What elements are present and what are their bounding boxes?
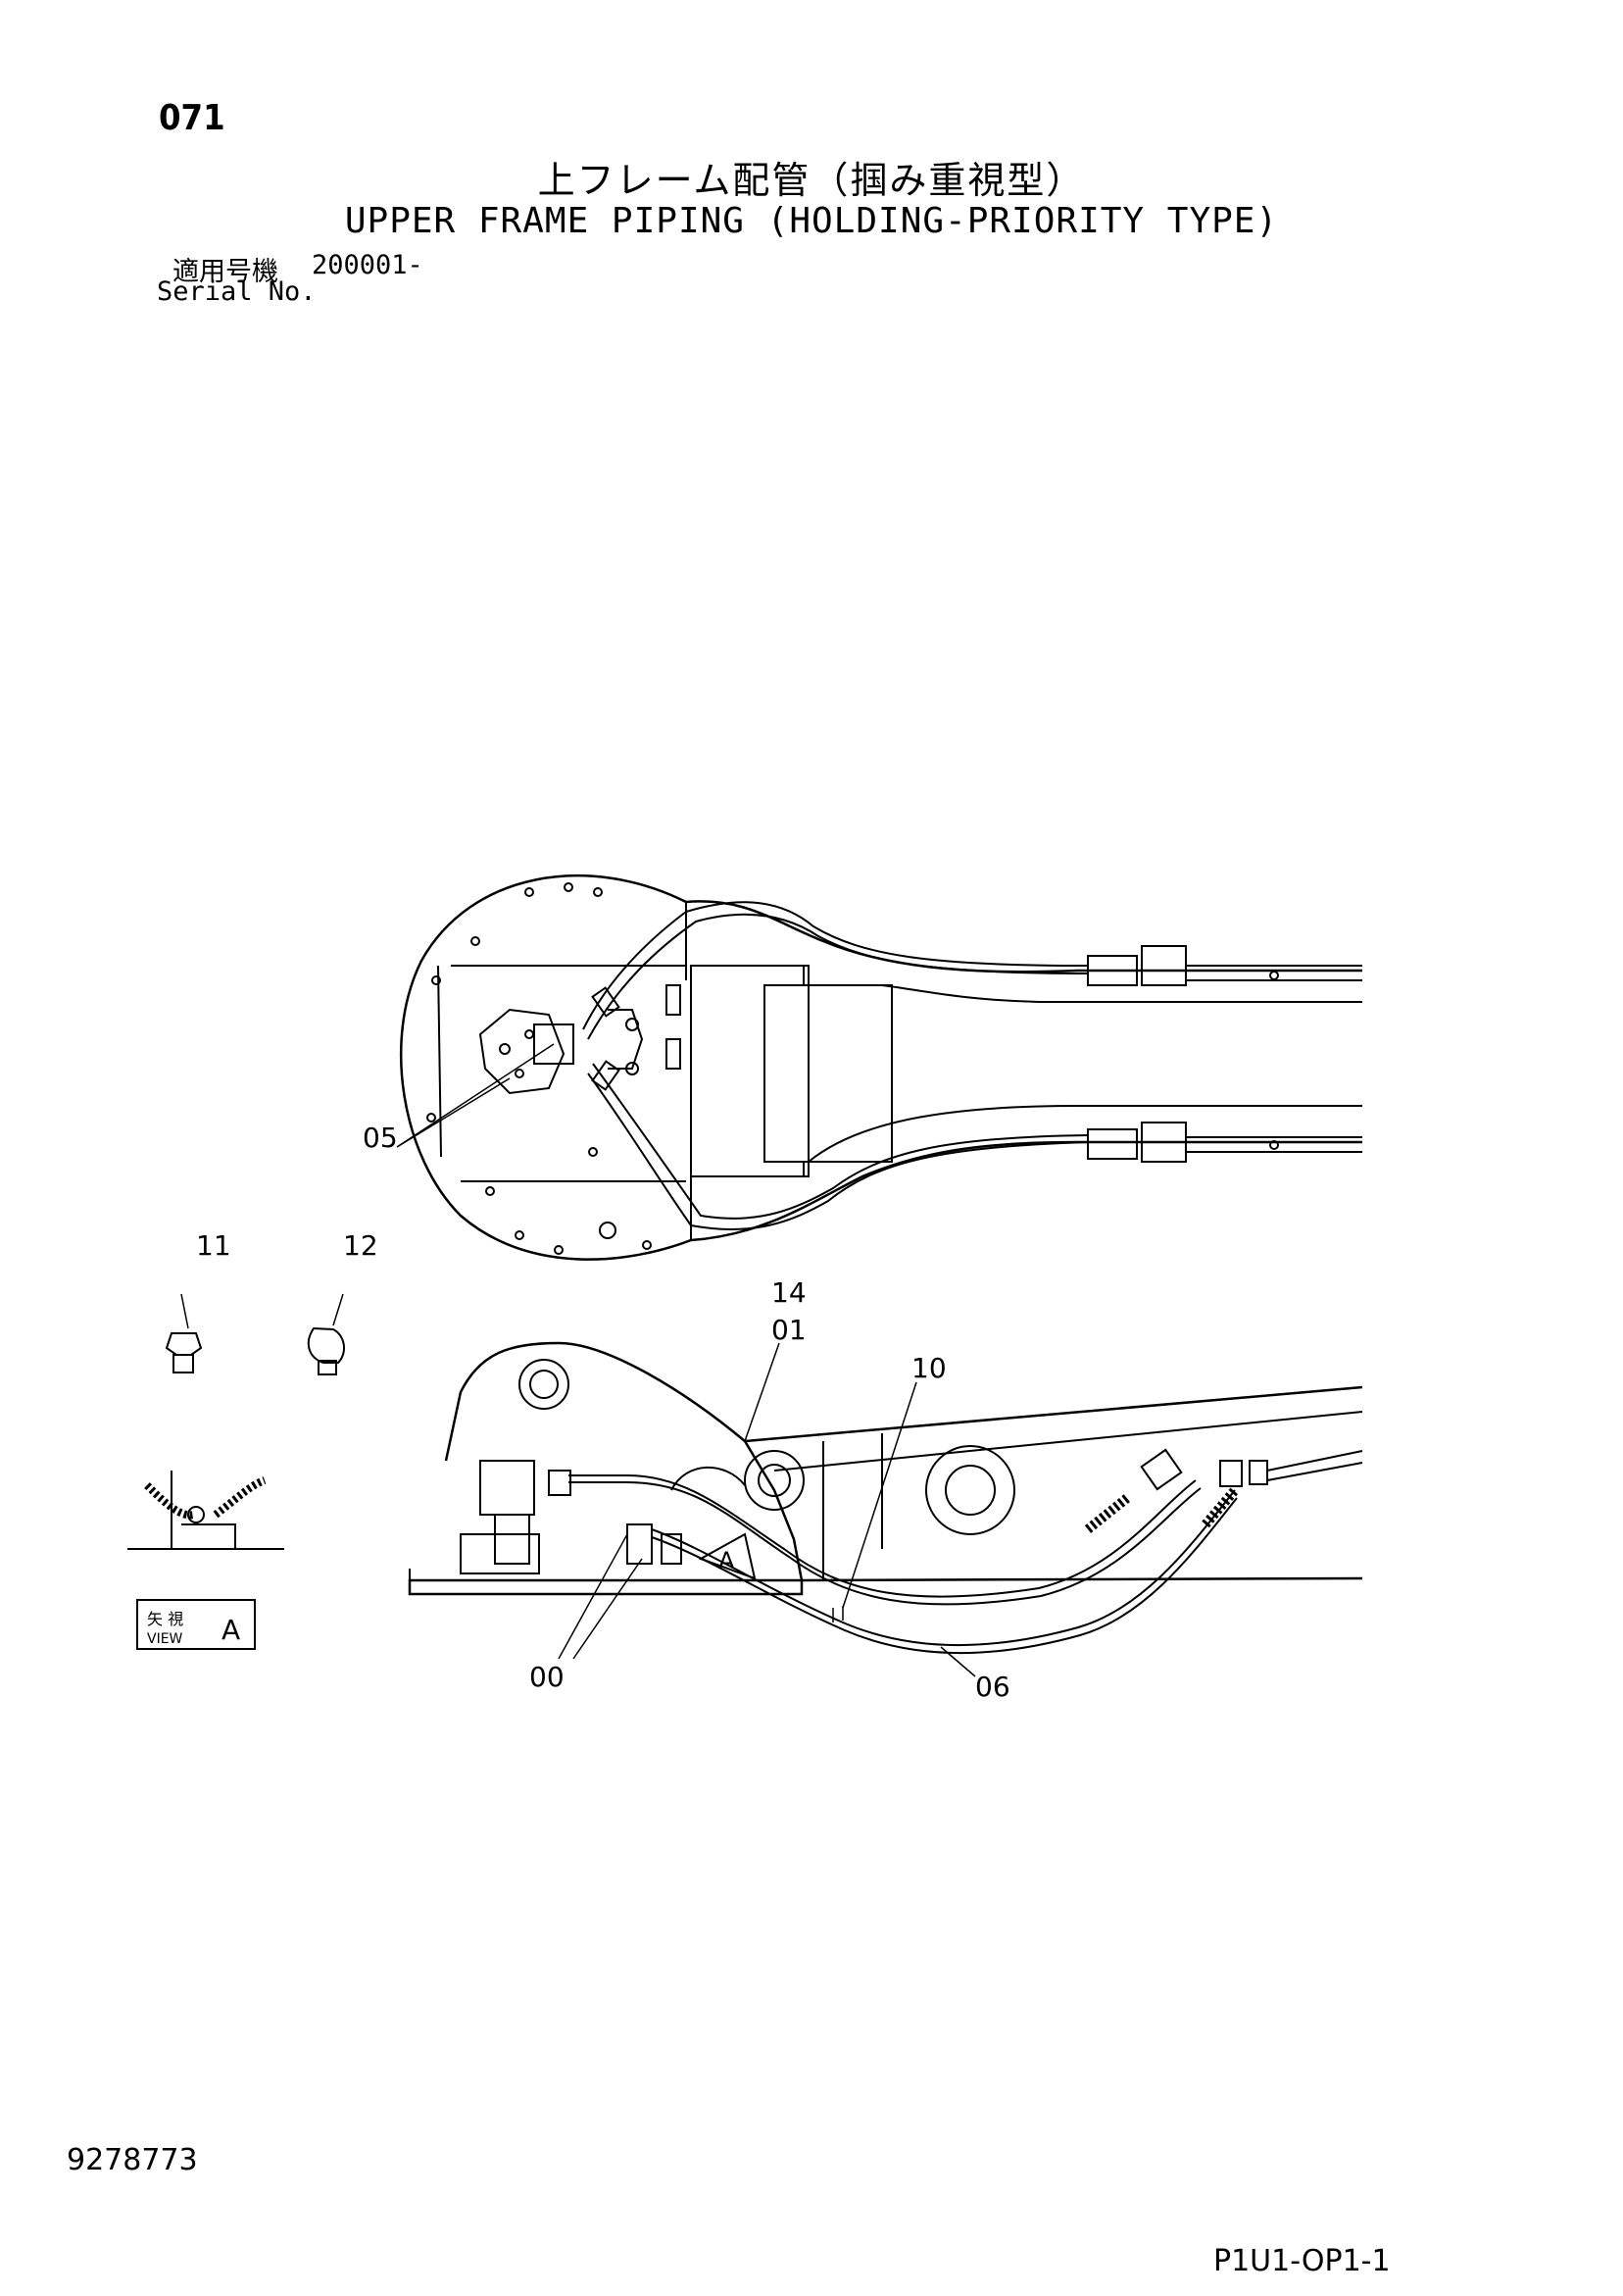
callout-10-leader: [842, 1381, 917, 1609]
callout-14: 14: [771, 1276, 807, 1309]
callout-01: 01: [771, 1314, 807, 1346]
callout-01-leader: [744, 1342, 780, 1442]
callout-05-leader: [396, 1043, 555, 1148]
view-a-detail-drawing: [127, 1471, 284, 1550]
side-view-drawing: [408, 1341, 1363, 1655]
title-english: UPPER FRAME PIPING (HOLDING-PRIORITY TYP…: [344, 201, 1279, 241]
callout-00-leader: [558, 1533, 643, 1660]
serial-value: 200001-: [312, 250, 423, 280]
callout-05: 05: [363, 1122, 398, 1154]
serial-label-japanese: 適用号機: [172, 257, 278, 287]
callout-06: 06: [975, 1671, 1010, 1703]
callout-10: 10: [911, 1352, 947, 1384]
part-12-nut-icon: [307, 1293, 345, 1375]
view-label-letter: A: [221, 1614, 240, 1646]
part-11-bolt-icon: [165, 1293, 203, 1373]
view-label-japanese: 矢 視: [147, 1610, 183, 1628]
page-number: 071: [159, 98, 225, 138]
serial-label-english: Serial No.: [157, 276, 317, 307]
view-a-box: [136, 1599, 256, 1650]
top-view-drawing: [400, 873, 1362, 1261]
document-number: 9278773: [67, 2143, 198, 2177]
title-japanese: 上フレーム配管（掴み重視型）: [537, 159, 1086, 202]
view-label-english: VIEW: [147, 1631, 183, 1647]
view-a-marker: A: [718, 1547, 735, 1574]
figure-code: P1U1-OP1-1: [1213, 2244, 1391, 2278]
callout-06-leader: [940, 1646, 976, 1677]
callout-00: 00: [529, 1661, 565, 1693]
callout-12: 12: [343, 1229, 378, 1262]
callout-11: 11: [196, 1229, 231, 1262]
